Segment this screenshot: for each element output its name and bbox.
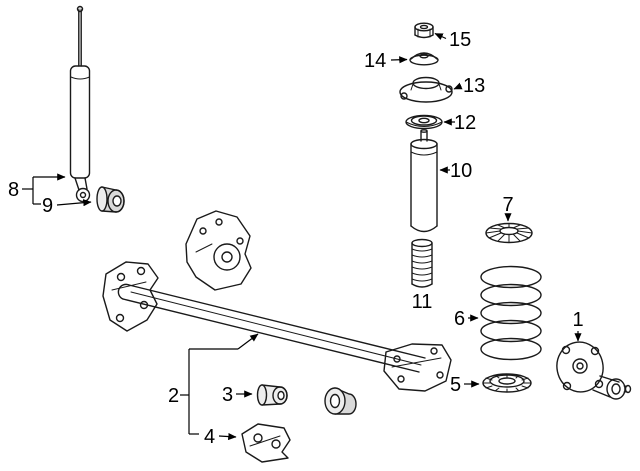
beam-right-bracket [383, 343, 452, 392]
callout-5: 5 [450, 374, 461, 396]
coil-spring [480, 265, 542, 361]
callout-2: 2 [168, 385, 179, 407]
callout-8: 8 [8, 179, 19, 201]
callout-7: 7 [502, 194, 513, 216]
callout-13: 13 [463, 75, 485, 97]
callout-1: 1 [572, 309, 583, 331]
pivot-bushing [256, 384, 288, 406]
wheel-hub [556, 341, 632, 400]
strut-cap-washer [409, 52, 439, 66]
shock-bushing [96, 186, 125, 213]
callout-4: 4 [204, 426, 215, 448]
callout-6: 6 [454, 308, 465, 330]
strut-mount [399, 76, 453, 103]
mount-bracket [241, 423, 291, 463]
beam-left-bracket [102, 261, 159, 332]
callout-14: 14 [364, 50, 386, 72]
bump-stop [411, 238, 433, 288]
callout-3: 3 [222, 384, 233, 406]
upper-spring-insulator [485, 222, 533, 244]
callouts: 1 2 3 4 5 6 7 8 9 10 11 12 13 14 15 [8, 29, 584, 448]
strut-nut [414, 22, 434, 39]
shock-absorber [69, 5, 91, 203]
callout-11: 11 [412, 291, 433, 313]
damper [410, 129, 438, 233]
callout-9: 9 [42, 195, 53, 217]
callout-12: 12 [454, 112, 476, 134]
beam-bushing-sleeve [324, 387, 357, 415]
callout-15: 15 [449, 29, 471, 51]
leader-lines [22, 32, 582, 441]
beam-center-bracket [185, 210, 252, 291]
axle-beam [102, 210, 452, 415]
upper-seat-cap [405, 114, 443, 130]
callout-10: 10 [450, 160, 472, 182]
lower-spring-insulator [482, 373, 532, 393]
